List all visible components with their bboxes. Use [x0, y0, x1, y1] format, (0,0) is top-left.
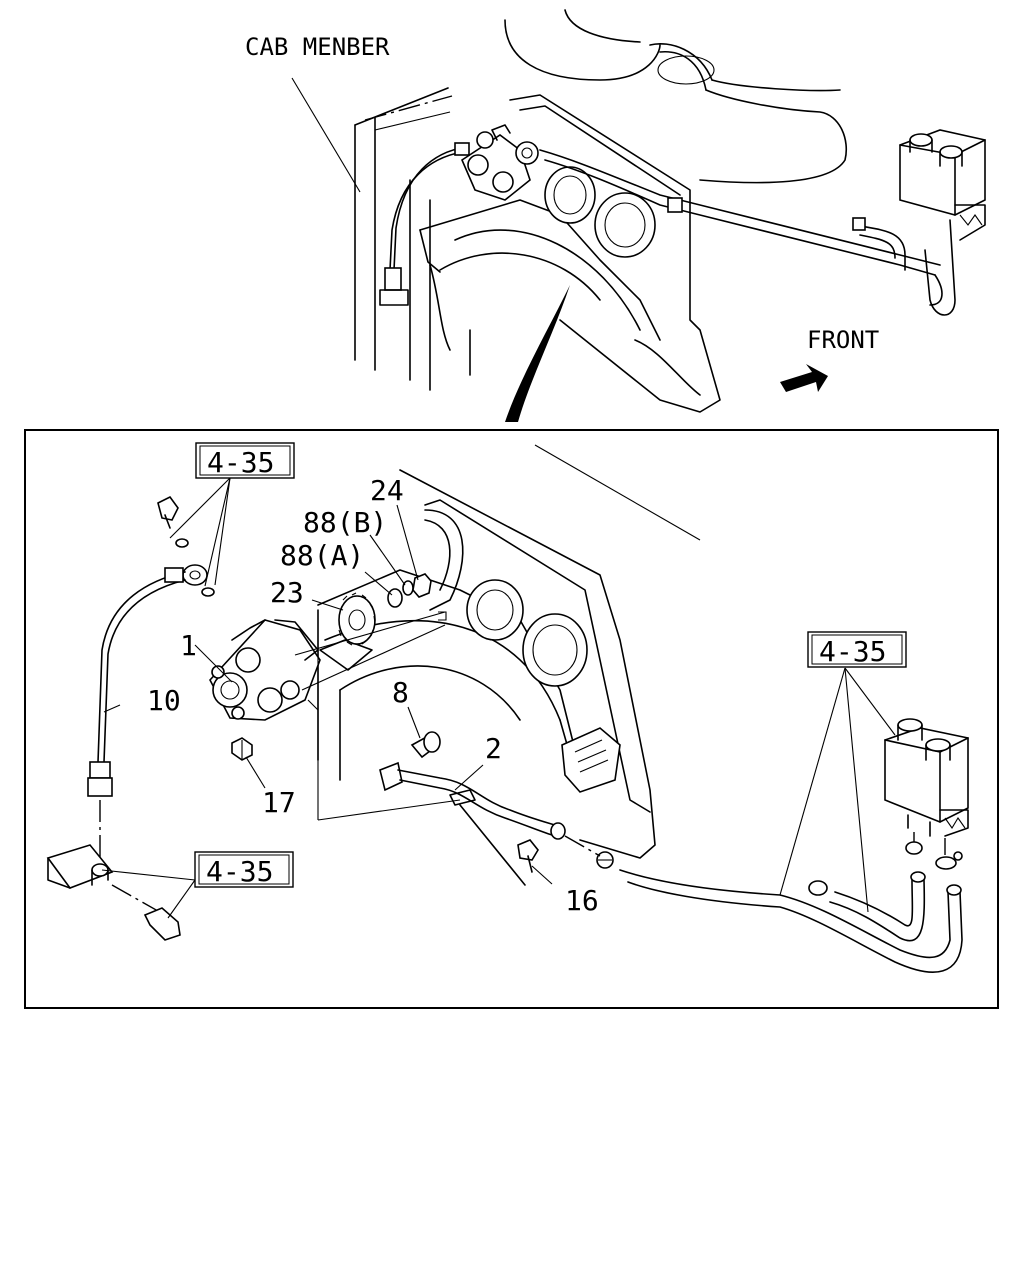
overview-view: CAB MENBER FRONT — [245, 9, 986, 422]
part-label-1: 1 — [180, 629, 197, 662]
ref-box-upper: 4-35 — [195, 442, 295, 479]
ref-label-lower: 4-35 — [206, 855, 273, 888]
reservoir-top — [899, 129, 986, 241]
detail-view: 4-35 4-35 4-35 24 88(B) 88(A) 23 1 10 8 … — [24, 429, 999, 1009]
part-label-24: 24 — [370, 474, 404, 507]
part-label-17: 17 — [262, 786, 296, 819]
detail-frame — [24, 429, 999, 1009]
ref-label-right: 4-35 — [819, 635, 886, 668]
lower-bracket — [46, 800, 181, 941]
gear-23 — [338, 592, 376, 646]
ref-box-lower-left: 4-35 — [194, 851, 294, 888]
part-label-23: 23 — [270, 576, 304, 609]
flywheel-housing — [419, 94, 721, 413]
pump-unit-top — [460, 124, 539, 201]
intake-duct — [504, 9, 847, 184]
reservoir-detail — [884, 718, 969, 837]
part-label-88a: 88(A) — [280, 539, 364, 572]
front-arrow — [780, 364, 828, 392]
part-label-2: 2 — [485, 732, 502, 765]
part-label-16: 16 — [565, 884, 599, 917]
leader-lines — [101, 477, 896, 919]
nut-17 — [231, 737, 253, 761]
upper-fittings — [157, 495, 215, 597]
reservoir-pipe-top — [539, 149, 956, 316]
part-label-88b: 88(B) — [303, 506, 387, 539]
part-label-8: 8 — [392, 676, 409, 709]
housing-cover — [561, 727, 621, 793]
transition-arrow — [505, 285, 570, 422]
ref-box-right: 4-35 — [807, 631, 907, 668]
bolt-16 — [517, 839, 539, 873]
cab-member-leader — [291, 77, 361, 193]
bolt-8 — [410, 731, 441, 759]
tube-top — [379, 142, 470, 306]
tube-10 — [87, 567, 186, 797]
reservoir-hose — [619, 832, 963, 973]
cab-member-label: CAB MENBER — [245, 33, 390, 61]
front-label: FRONT — [807, 326, 879, 354]
pipe-2 — [379, 761, 566, 886]
housing-ports-detail — [466, 579, 588, 687]
ref-label-upper: 4-35 — [207, 446, 274, 479]
housing-ports — [544, 166, 656, 258]
hose-clamp-mid — [564, 835, 614, 869]
pump-assembly — [209, 619, 321, 721]
cab-member-frame — [354, 87, 453, 391]
part-label-10: 10 — [147, 684, 181, 717]
